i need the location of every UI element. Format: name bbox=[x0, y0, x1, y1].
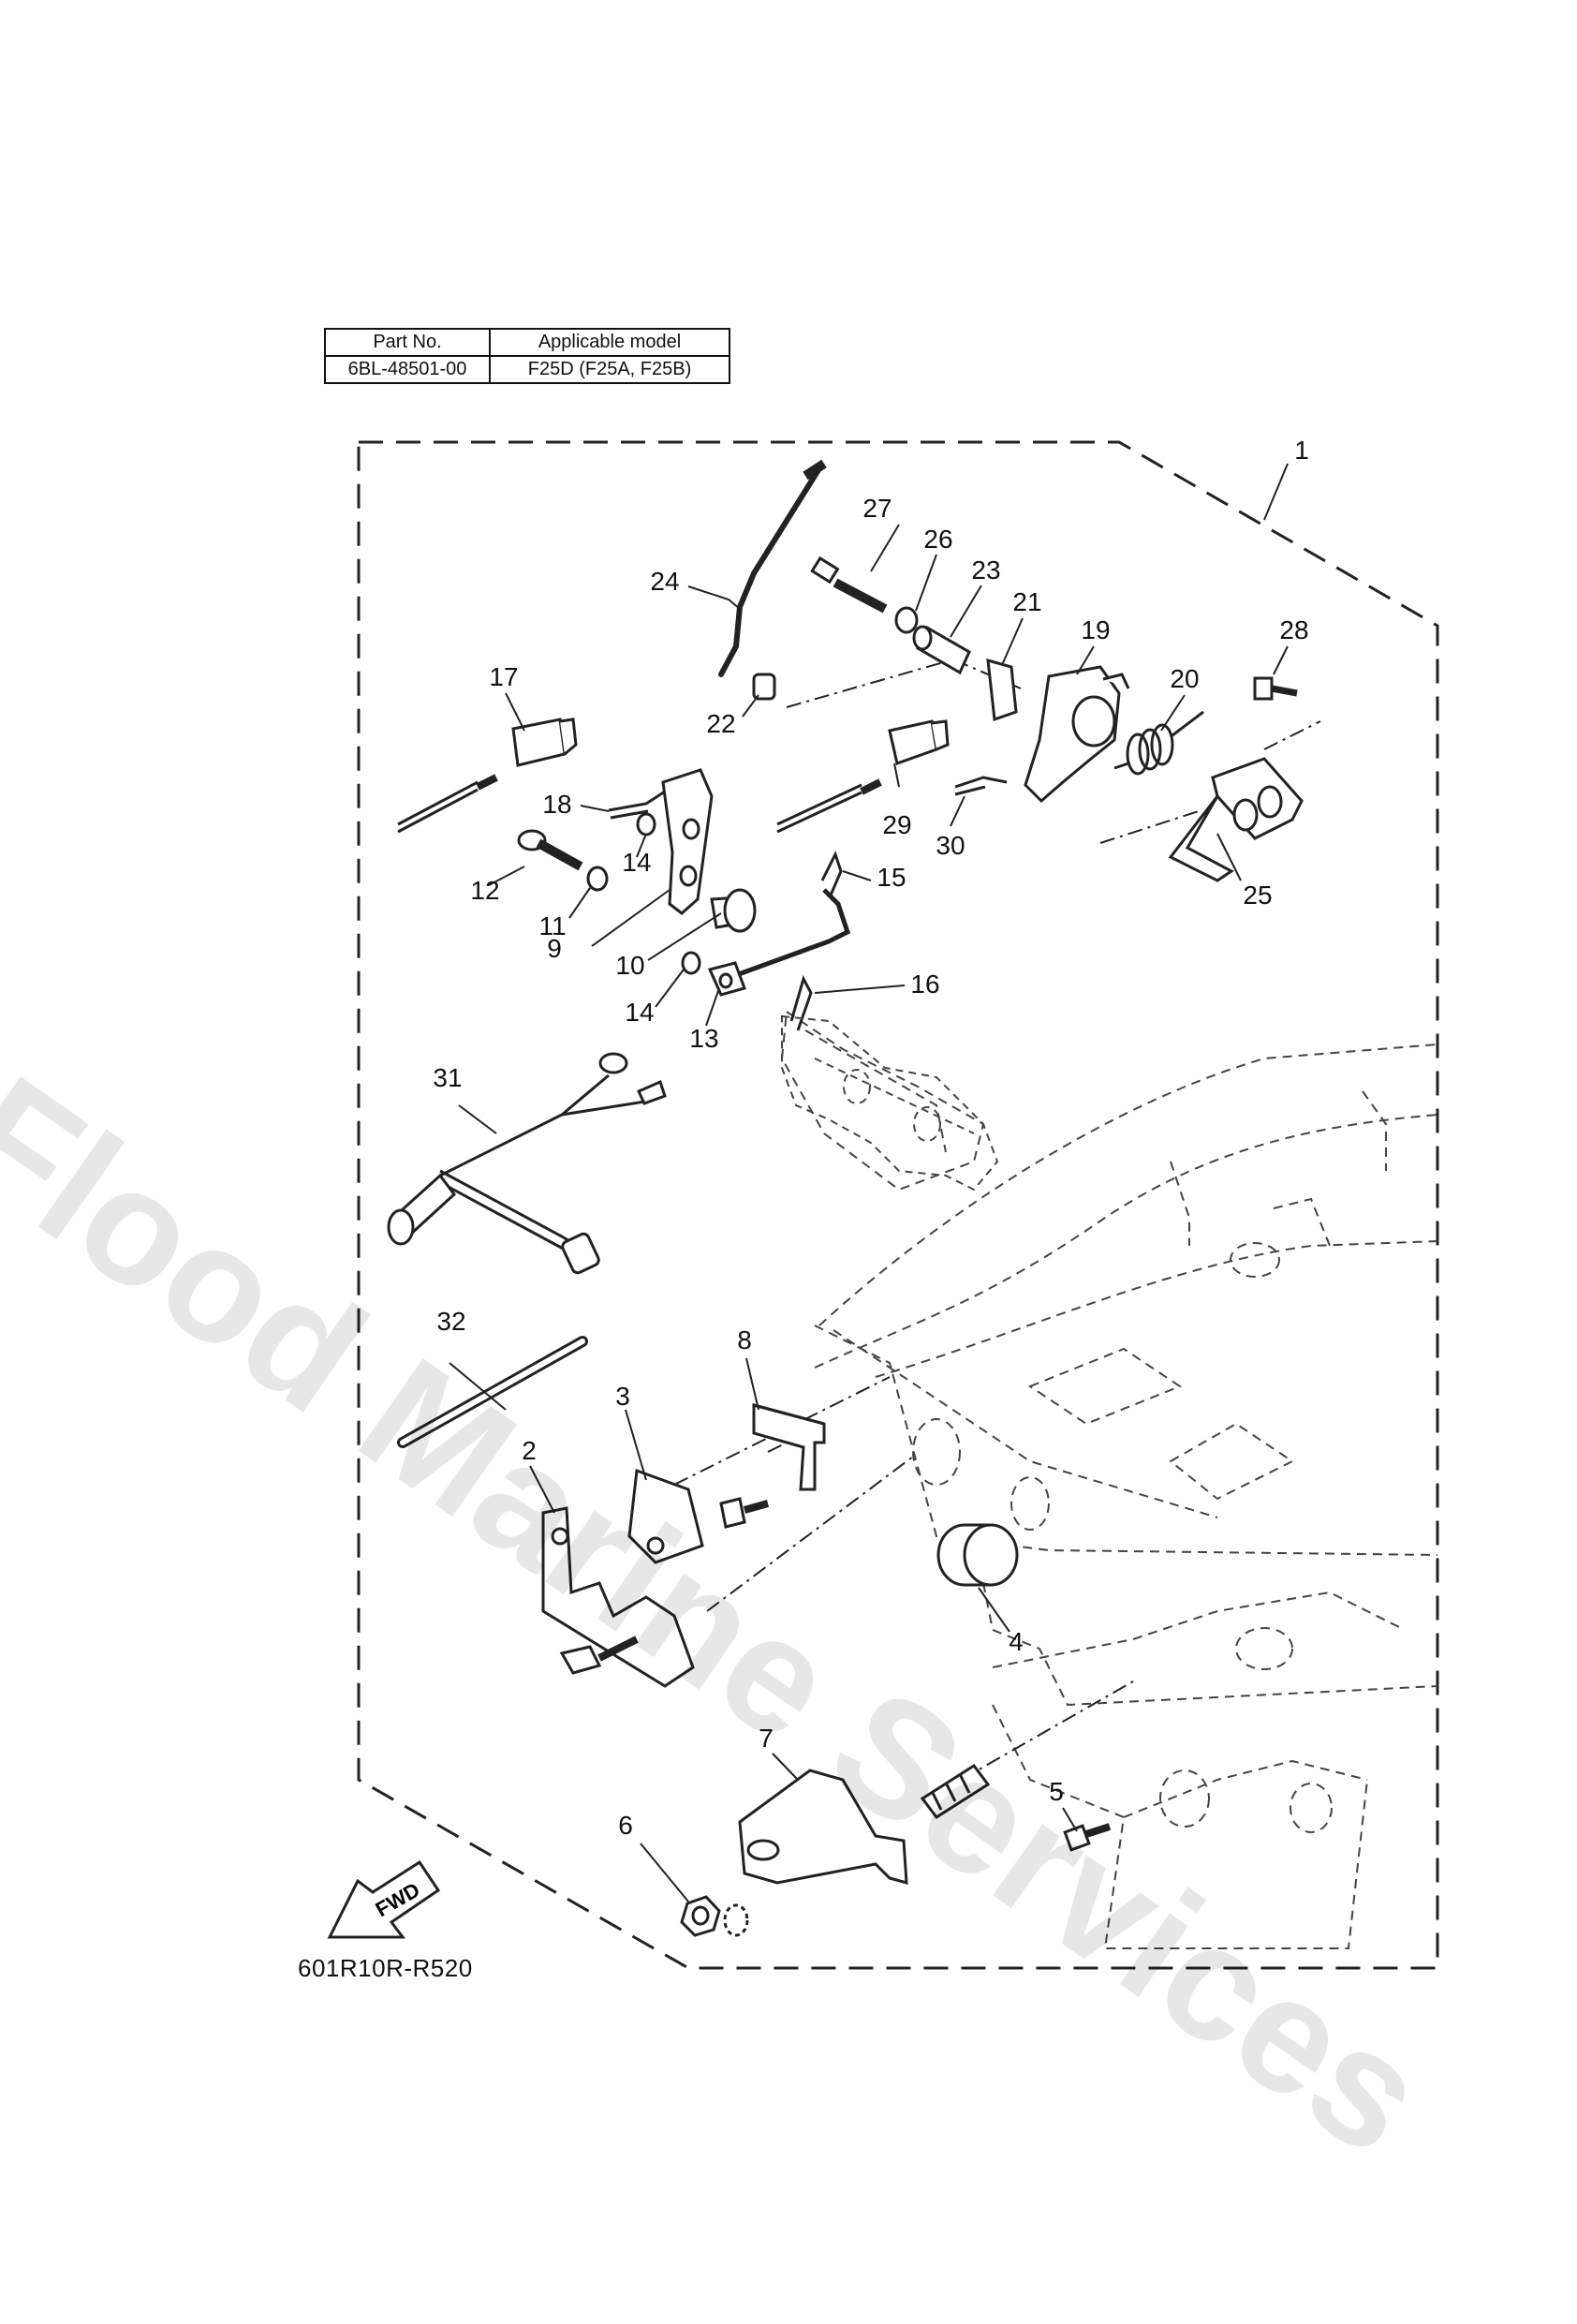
lever-9 bbox=[661, 768, 714, 915]
clip-15 bbox=[820, 851, 843, 898]
callout-23: 23 bbox=[971, 555, 1000, 585]
throttle-rod bbox=[718, 466, 822, 677]
table-row: 6BL-48501-00 F25D (F25A, F25B) bbox=[324, 355, 730, 384]
plate-8 bbox=[752, 1403, 826, 1491]
bracket-25 bbox=[1168, 757, 1304, 882]
callout-2: 2 bbox=[522, 1436, 537, 1465]
collar-23 bbox=[912, 625, 971, 675]
carburetor-outline bbox=[781, 1014, 999, 1192]
washer-14a bbox=[636, 812, 656, 836]
callout-14a: 14 bbox=[622, 848, 651, 877]
bolt-12 bbox=[517, 829, 583, 871]
callout-14b: 14 bbox=[625, 998, 654, 1027]
callout-29: 29 bbox=[882, 810, 911, 839]
plate-21 bbox=[986, 658, 1018, 722]
callout-1: 1 bbox=[1294, 436, 1309, 465]
header-part-no: Part No. bbox=[324, 328, 491, 357]
lever-19 bbox=[1024, 665, 1130, 804]
washer-26 bbox=[894, 606, 919, 634]
cable-end-29 bbox=[776, 719, 950, 834]
applicable-model-cell: F25D (F25A, F25B) bbox=[489, 355, 730, 384]
callout-13: 13 bbox=[689, 1024, 718, 1053]
spring-pin bbox=[920, 1763, 991, 1820]
callout-22: 22 bbox=[706, 709, 735, 738]
callout-18: 18 bbox=[542, 790, 571, 819]
callout-9: 9 bbox=[547, 934, 562, 963]
callout-32: 32 bbox=[436, 1307, 465, 1336]
leader-lines bbox=[673, 658, 1321, 1795]
clip-18 bbox=[608, 790, 666, 820]
plug-4 bbox=[936, 1523, 1019, 1587]
callout-15: 15 bbox=[877, 863, 906, 892]
callout-10: 10 bbox=[615, 951, 644, 980]
nut-6 bbox=[680, 1895, 749, 1937]
callout-3: 3 bbox=[615, 1382, 630, 1411]
washer-11 bbox=[586, 866, 609, 892]
callout-17: 17 bbox=[489, 662, 518, 691]
bracket-outline bbox=[780, 1010, 1438, 1949]
callout-6: 6 bbox=[618, 1811, 633, 1840]
callout-7: 7 bbox=[759, 1724, 774, 1753]
clip-30 bbox=[954, 776, 1008, 796]
header-applicable-model: Applicable model bbox=[489, 328, 730, 357]
callout-19: 19 bbox=[1081, 615, 1110, 644]
harness-31 bbox=[387, 1052, 667, 1275]
callout-12: 12 bbox=[470, 876, 499, 905]
diagram-code: 601R10R-R520 bbox=[298, 1954, 473, 1982]
callout-26: 26 bbox=[923, 525, 952, 554]
callout-16: 16 bbox=[910, 970, 939, 999]
callout-30: 30 bbox=[936, 831, 965, 860]
link-rod-13 bbox=[725, 888, 851, 982]
washer-14b bbox=[681, 951, 701, 975]
callout-31: 31 bbox=[433, 1063, 462, 1092]
callout-11: 11 bbox=[538, 911, 566, 940]
callout-24: 24 bbox=[650, 567, 679, 596]
rod-end-13 bbox=[707, 961, 746, 997]
callout-20: 20 bbox=[1170, 664, 1199, 693]
callout-21: 21 bbox=[1012, 587, 1041, 616]
callout-25: 25 bbox=[1243, 881, 1272, 910]
callout-28: 28 bbox=[1279, 615, 1308, 644]
callout-numbers: 1 2 3 4 5 6 7 8 9 10 11 12 13 14 14 15 1… bbox=[433, 436, 1308, 1840]
assembly-boundary bbox=[357, 440, 1439, 1970]
callout-4: 4 bbox=[1009, 1627, 1024, 1656]
callout-8: 8 bbox=[737, 1325, 752, 1354]
bracket-2 bbox=[541, 1506, 695, 1688]
bush-22 bbox=[752, 673, 776, 701]
part-number-cell: 6BL-48501-00 bbox=[324, 355, 491, 384]
spring-20 bbox=[1113, 710, 1204, 776]
plate-3 bbox=[627, 1468, 770, 1564]
applicable-parts-table: Part No. Applicable model 6BL-48501-00 F… bbox=[324, 328, 730, 384]
bolt-27 bbox=[810, 555, 888, 614]
clip-16 bbox=[789, 975, 813, 1031]
callout-27: 27 bbox=[862, 494, 892, 523]
cover-7 bbox=[738, 1769, 908, 1886]
callout-leaders bbox=[449, 463, 1289, 1902]
callout-5: 5 bbox=[1049, 1777, 1064, 1806]
fwd-arrow-icon: FWD bbox=[327, 1859, 441, 1939]
table-header-row: Part No. Applicable model bbox=[324, 328, 730, 357]
collar-10 bbox=[710, 888, 757, 933]
bolt-28 bbox=[1253, 676, 1298, 701]
bolt-5 bbox=[1063, 1823, 1112, 1852]
cable-end-17 bbox=[397, 718, 578, 834]
